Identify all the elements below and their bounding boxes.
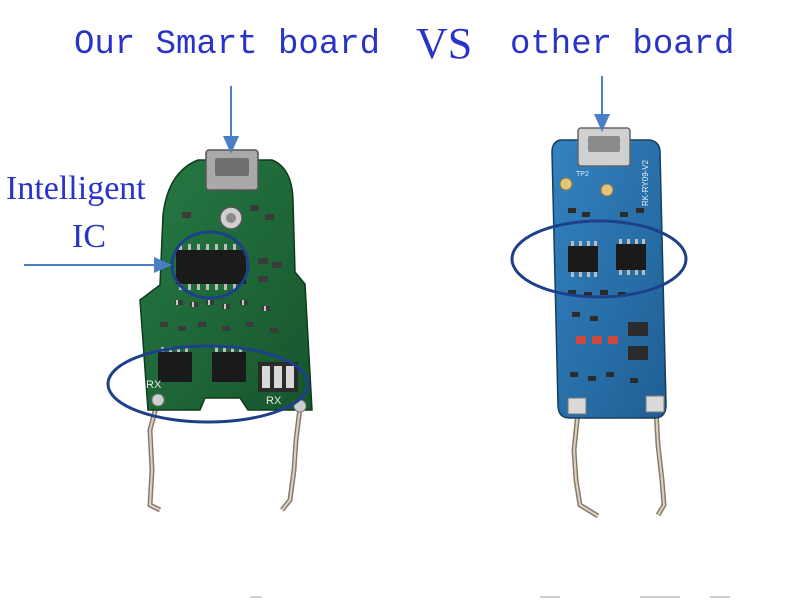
chips-highlight-ring <box>510 219 688 299</box>
our-smart-board: RX RX <box>106 149 313 513</box>
status-led-3 <box>608 336 618 344</box>
mosfet-chip-1 <box>158 352 192 382</box>
silkscreen-model: RK-RY09-V2 <box>641 159 650 206</box>
silkscreen-rx-left: RX <box>146 379 162 391</box>
sop8-chip-1 <box>568 246 598 272</box>
wire-pad-left <box>567 397 587 415</box>
solder-pads <box>258 362 298 392</box>
sop8-chip-2 <box>616 244 646 270</box>
label-ic: IC <box>72 218 106 255</box>
test-point-1 <box>559 177 573 191</box>
status-led-1 <box>576 336 586 344</box>
label-vs: VS <box>416 19 473 68</box>
mosfet-highlight-ring <box>106 344 310 424</box>
label-intelligent: Intelligent <box>6 170 146 207</box>
lead-wire-left-other <box>571 411 600 519</box>
status-led-2 <box>592 336 602 344</box>
wire-pad-right <box>645 395 665 413</box>
ic-highlight-ring <box>170 230 250 300</box>
intelligent-ic-chip <box>176 250 246 284</box>
label-our-smart-board: Our Smart board <box>74 26 381 64</box>
silkscreen-tp2: TP2 <box>576 171 589 178</box>
silkscreen-rx-right: RX <box>266 395 282 407</box>
test-point-2 <box>600 183 614 197</box>
mosfet-chip-2 <box>212 352 246 382</box>
other-board: TP2 RK-RY09-V2 <box>510 127 688 519</box>
label-other-board: other board <box>510 26 735 64</box>
